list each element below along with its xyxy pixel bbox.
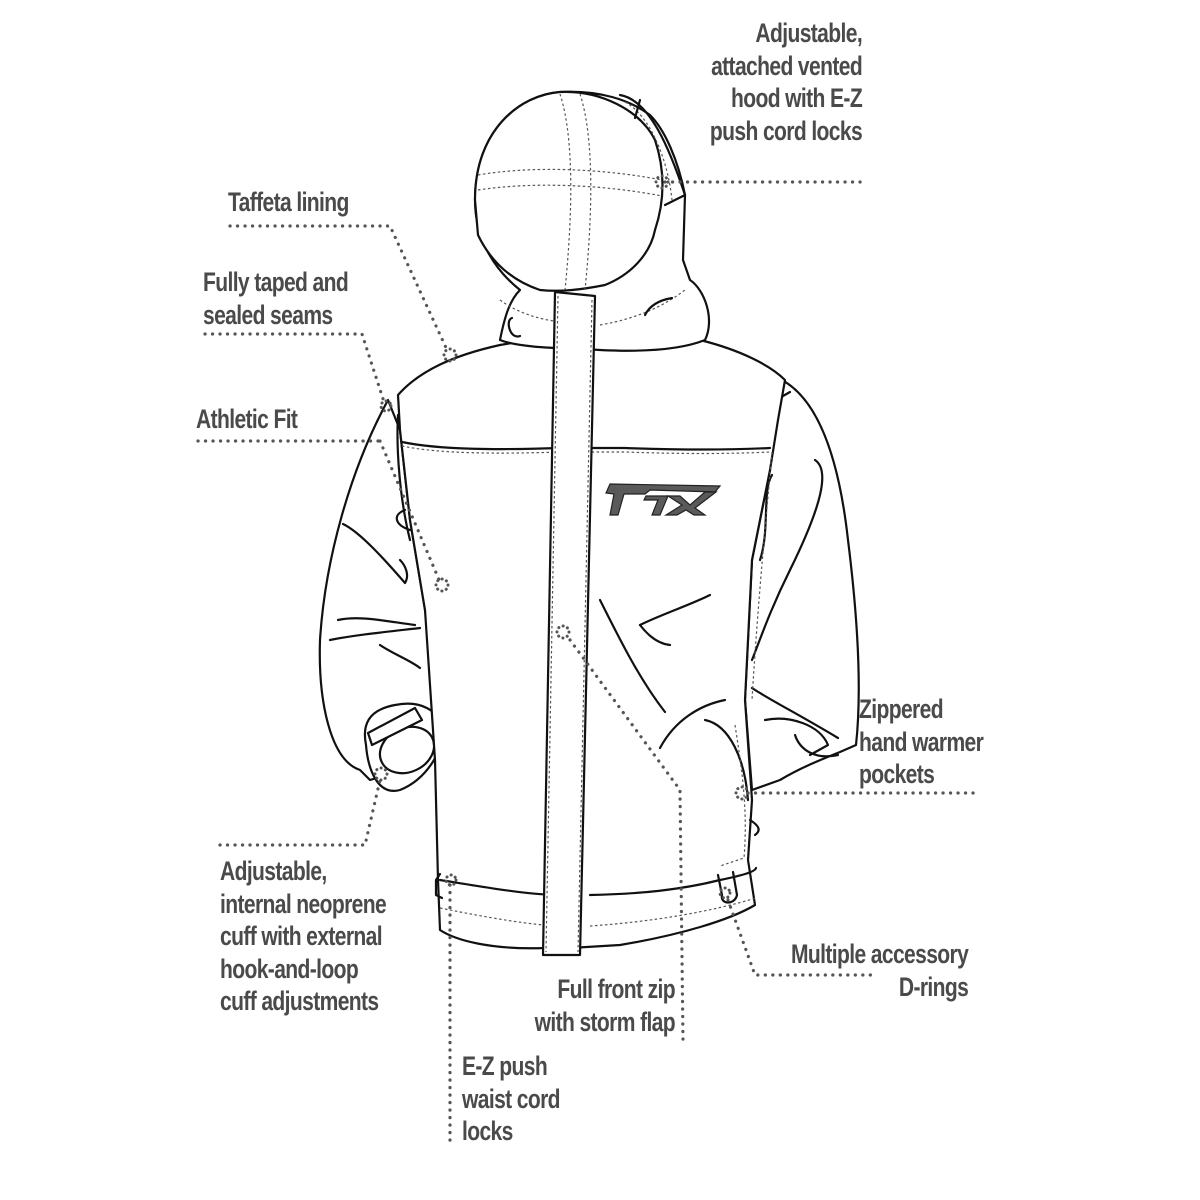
callout-leaders — [196, 174, 982, 1147]
callout-sealed-seams: Fully taped and sealed seams — [203, 267, 349, 330]
left-sleeve — [318, 398, 442, 782]
callout-taffeta-lining: Taffeta lining — [228, 187, 349, 217]
hood — [473, 90, 710, 352]
callout-accessory-d-rings: Multiple accessory D-rings — [790, 939, 969, 1002]
callout-waist-cord-locks: E-Z push waist cord locks — [462, 1051, 561, 1146]
callout-hood: Adjustable, attached vented hood with E-… — [709, 18, 863, 146]
leader-taffeta — [228, 224, 450, 354]
ftx-logo — [605, 483, 722, 516]
leader-cuff — [218, 778, 382, 847]
callout-front-zip-storm-flap: Full front zip with storm flap — [534, 974, 676, 1037]
leader-seams — [203, 332, 387, 407]
callout-athletic-fit: Athletic Fit — [196, 404, 298, 434]
leader-zip — [568, 638, 685, 1042]
callout-neoprene-cuff: Adjustable, internal neoprene cuff with … — [220, 856, 387, 1016]
storm-flap — [541, 290, 597, 957]
callout-hand-warmer-pockets: Zippered hand warmer pockets — [859, 694, 984, 789]
sleeve-cuff — [363, 702, 444, 792]
